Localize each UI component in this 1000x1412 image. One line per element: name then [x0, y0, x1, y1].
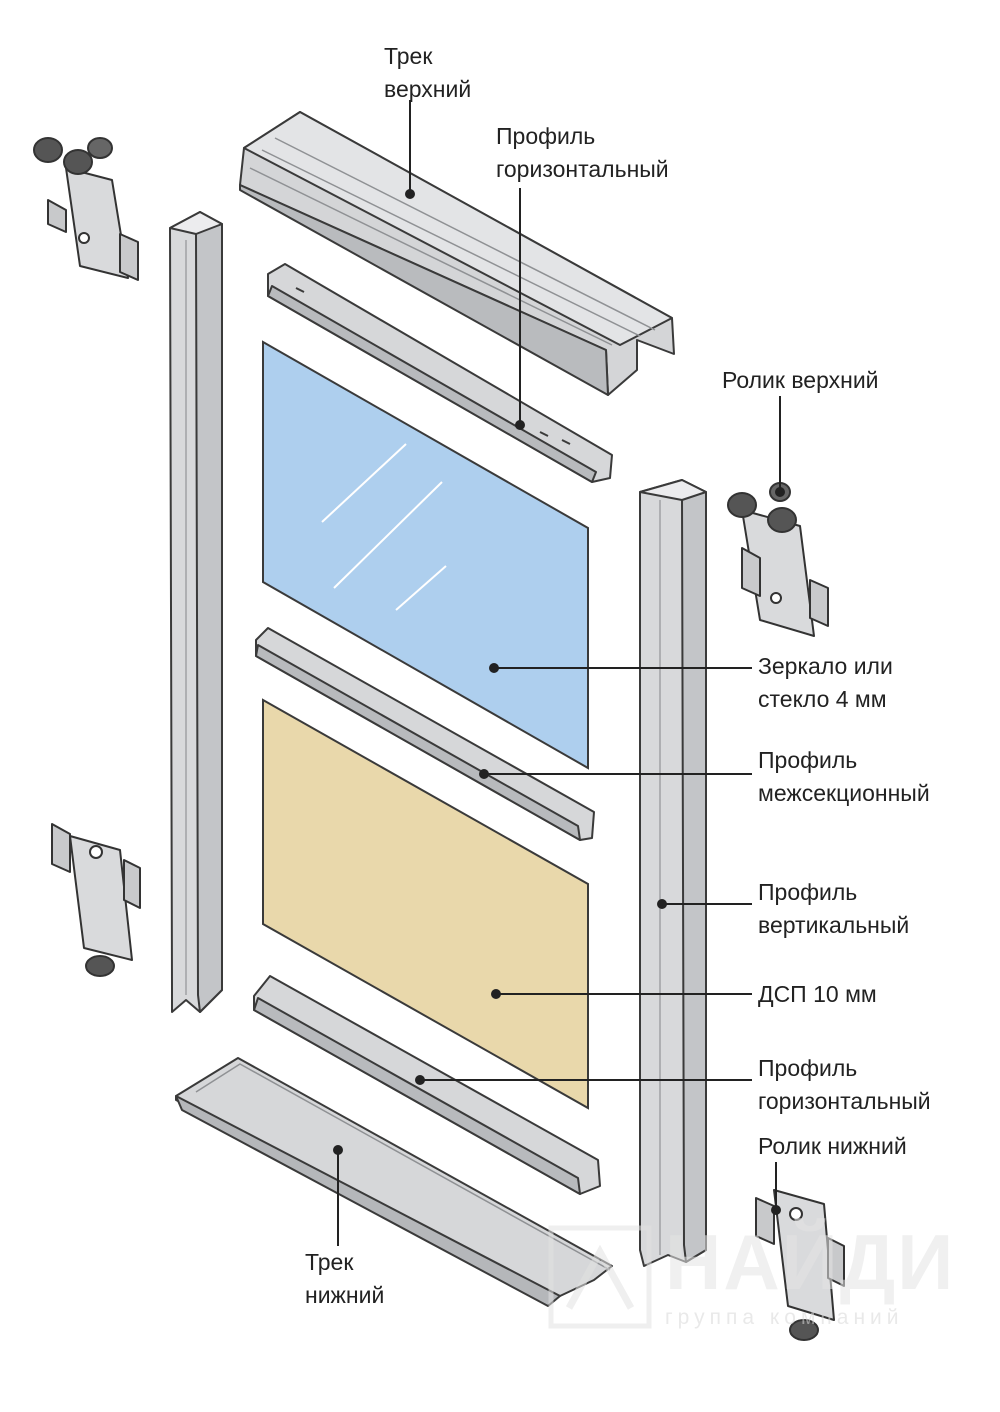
leader-lines [333, 100, 785, 1246]
label-track-top: Трек верхний [384, 43, 472, 102]
top-track [239, 111, 675, 396]
watermark-name: НАЙДИ [665, 1218, 956, 1306]
watermark: НАЙДИ группа компаний [545, 1222, 953, 1337]
roller-bottom-right [755, 1189, 845, 1341]
label-roller-bottom: Ролик нижний [758, 1133, 907, 1159]
watermark-logo-icon [548, 1225, 652, 1329]
roller-bottom-left [51, 823, 141, 977]
label-track-bottom: Трек нижний [305, 1249, 385, 1308]
horizontal-profile-top [267, 263, 613, 483]
label-profile-horizontal-top: Профиль горизонтальный [496, 123, 669, 182]
label-mirror: Зеркало или стекло 4 мм [758, 653, 893, 712]
bottom-track [175, 1057, 613, 1307]
label-profile-vertical: Профиль вертикальный [758, 879, 910, 938]
glass-panel [262, 340, 589, 770]
horizontal-profile-bottom [253, 975, 601, 1195]
roller-top-left [33, 137, 139, 281]
label-chipboard: ДСП 10 мм [758, 981, 877, 1007]
vertical-profile-right [639, 479, 707, 1267]
vertical-profile-left [169, 211, 223, 1013]
label-profile-intersection: Профиль межсекционный [758, 747, 930, 806]
watermark-subtitle: группа компаний [665, 1306, 904, 1329]
roller-top-right [727, 482, 829, 637]
label-profile-horizontal-bottom: Профиль горизонтальный [758, 1055, 931, 1114]
intersection-profile [255, 627, 595, 841]
label-roller-top: Ролик верхний [722, 367, 879, 393]
chipboard-panel [262, 698, 589, 1110]
